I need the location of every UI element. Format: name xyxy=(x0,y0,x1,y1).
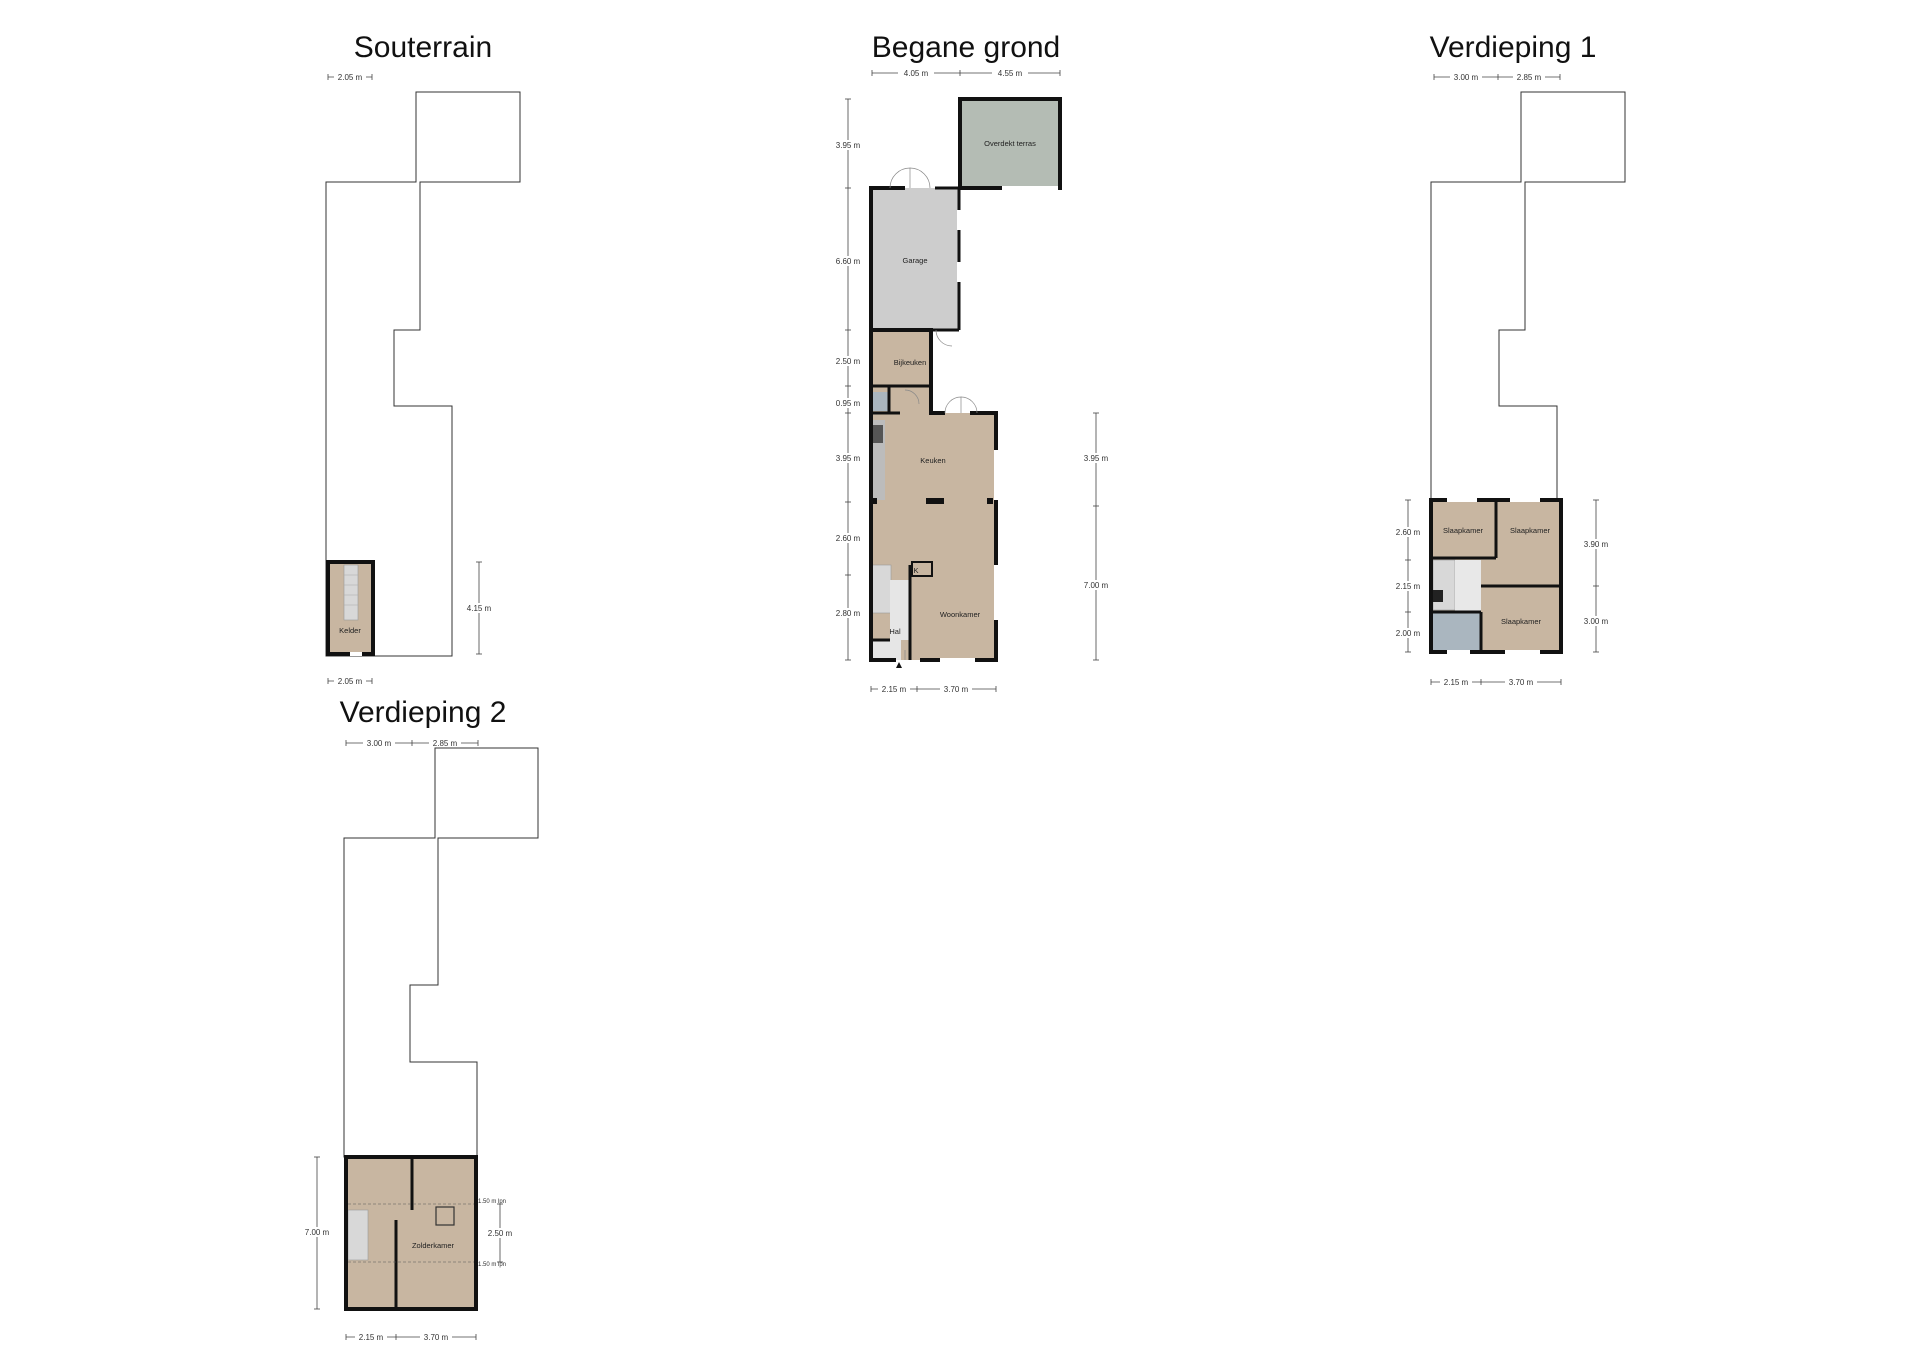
bg-dim-left-4: 3.95 m xyxy=(836,454,861,463)
room-slaapkamer-3: Slaapkamer xyxy=(1501,617,1542,626)
souterrain-dim-right: 4.15 m xyxy=(467,604,492,613)
floor-begane-grond: Begane grond 4.05 m 4.55 m xyxy=(830,31,1114,694)
bg-dim-right-1: 7.00 m xyxy=(1084,581,1109,590)
v2-dim-top-right: 2.85 m xyxy=(433,739,458,748)
bg-dim-left-2: 2.50 m xyxy=(836,357,861,366)
room-slaapkamer-2: Slaapkamer xyxy=(1510,526,1551,535)
bg-dim-left-0: 3.95 m xyxy=(836,141,861,150)
v1-dim-top-left: 3.00 m xyxy=(1454,73,1479,82)
room-woonkamer: Woonkamer xyxy=(940,610,981,619)
souterrain-outline xyxy=(325,91,521,657)
v1-dim-left-0: 2.60 m xyxy=(1396,528,1421,537)
bg-dim-left-6: 2.80 m xyxy=(836,609,861,618)
souterrain-title: Souterrain xyxy=(354,31,492,64)
souterrain-dim-bottom: 2.05 m xyxy=(338,677,363,686)
v1-dim-left-2: 2.00 m xyxy=(1396,629,1421,638)
v2-dim-top-left: 3.00 m xyxy=(367,739,392,748)
floor-verdieping-1: Verdieping 1 3.00 m 2.85 m Slaapkame xyxy=(1391,31,1626,687)
bg-dim-bottom-right: 3.70 m xyxy=(944,685,969,694)
room-garage: Garage xyxy=(902,256,927,265)
v1-outline xyxy=(1430,91,1626,501)
bg-dim-left-1: 6.60 m xyxy=(836,257,861,266)
v2-dim-lpn-bottom: 1.50 m lpn xyxy=(478,1262,506,1268)
bg-dim-bottom-left: 2.15 m xyxy=(882,685,907,694)
bg-dim-top-right: 4.55 m xyxy=(998,69,1023,78)
room-slaapkamer-1: Slaapkamer xyxy=(1443,526,1484,535)
bg-dims-right: 3.95 m 7.00 m xyxy=(1078,412,1114,661)
bg-dim-left-3: 0.95 m xyxy=(836,399,861,408)
v1-dim-bottom-left: 2.15 m xyxy=(1444,678,1469,687)
kelder-stairs xyxy=(344,574,358,606)
bg-dim-right-0: 3.95 m xyxy=(1084,454,1109,463)
v2-dim-bottom-right: 3.70 m xyxy=(424,1333,449,1342)
v1-dim-top-right: 2.85 m xyxy=(1517,73,1542,82)
begane-grond-title: Begane grond xyxy=(872,31,1061,64)
room-k: K xyxy=(913,566,918,575)
v1-dim-right-0: 3.90 m xyxy=(1584,540,1609,549)
v2-outline xyxy=(343,747,539,1158)
bg-dim-left-5: 2.60 m xyxy=(836,534,861,543)
v2-dim-left: 7.00 m xyxy=(305,1228,330,1237)
bg-dim-top-left: 4.05 m xyxy=(904,69,929,78)
v2-dim-bottom-left: 2.15 m xyxy=(359,1333,384,1342)
v1-dim-left-1: 2.15 m xyxy=(1396,582,1421,591)
room-overdekt-terras: Overdekt terras xyxy=(984,139,1036,148)
room-bijkeuken: Bijkeuken xyxy=(894,358,927,367)
floor-verdieping-2: Verdieping 2 3.00 m 2.85 m Zolderkamer 1… xyxy=(300,696,539,1342)
v2-dim-lpn-top: 1.50 m lpn xyxy=(478,1199,506,1205)
floor-souterrain: Souterrain 2.05 m Kelder 4.15 m 2.05 m xyxy=(325,31,521,686)
room-hal: Hal xyxy=(889,627,901,636)
v2-walls xyxy=(344,1155,478,1311)
room-kelder: Kelder xyxy=(339,626,361,635)
v2-dim-right: 2.50 m xyxy=(488,1229,513,1238)
v1-walls xyxy=(1429,498,1563,654)
room-keuken: Keuken xyxy=(920,456,945,465)
verdieping-2-title: Verdieping 2 xyxy=(340,696,507,729)
bg-dims-left: 3.95 m 6.60 m 2.50 m 0.95 m 3.95 m 2.60 … xyxy=(830,98,866,661)
v1-dim-bottom-right: 3.70 m xyxy=(1509,678,1534,687)
v1-dim-right-1: 3.00 m xyxy=(1584,617,1609,626)
room-zolderkamer: Zolderkamer xyxy=(412,1241,455,1250)
souterrain-dim-top: 2.05 m xyxy=(338,73,363,82)
verdieping-1-title: Verdieping 1 xyxy=(1430,31,1597,64)
